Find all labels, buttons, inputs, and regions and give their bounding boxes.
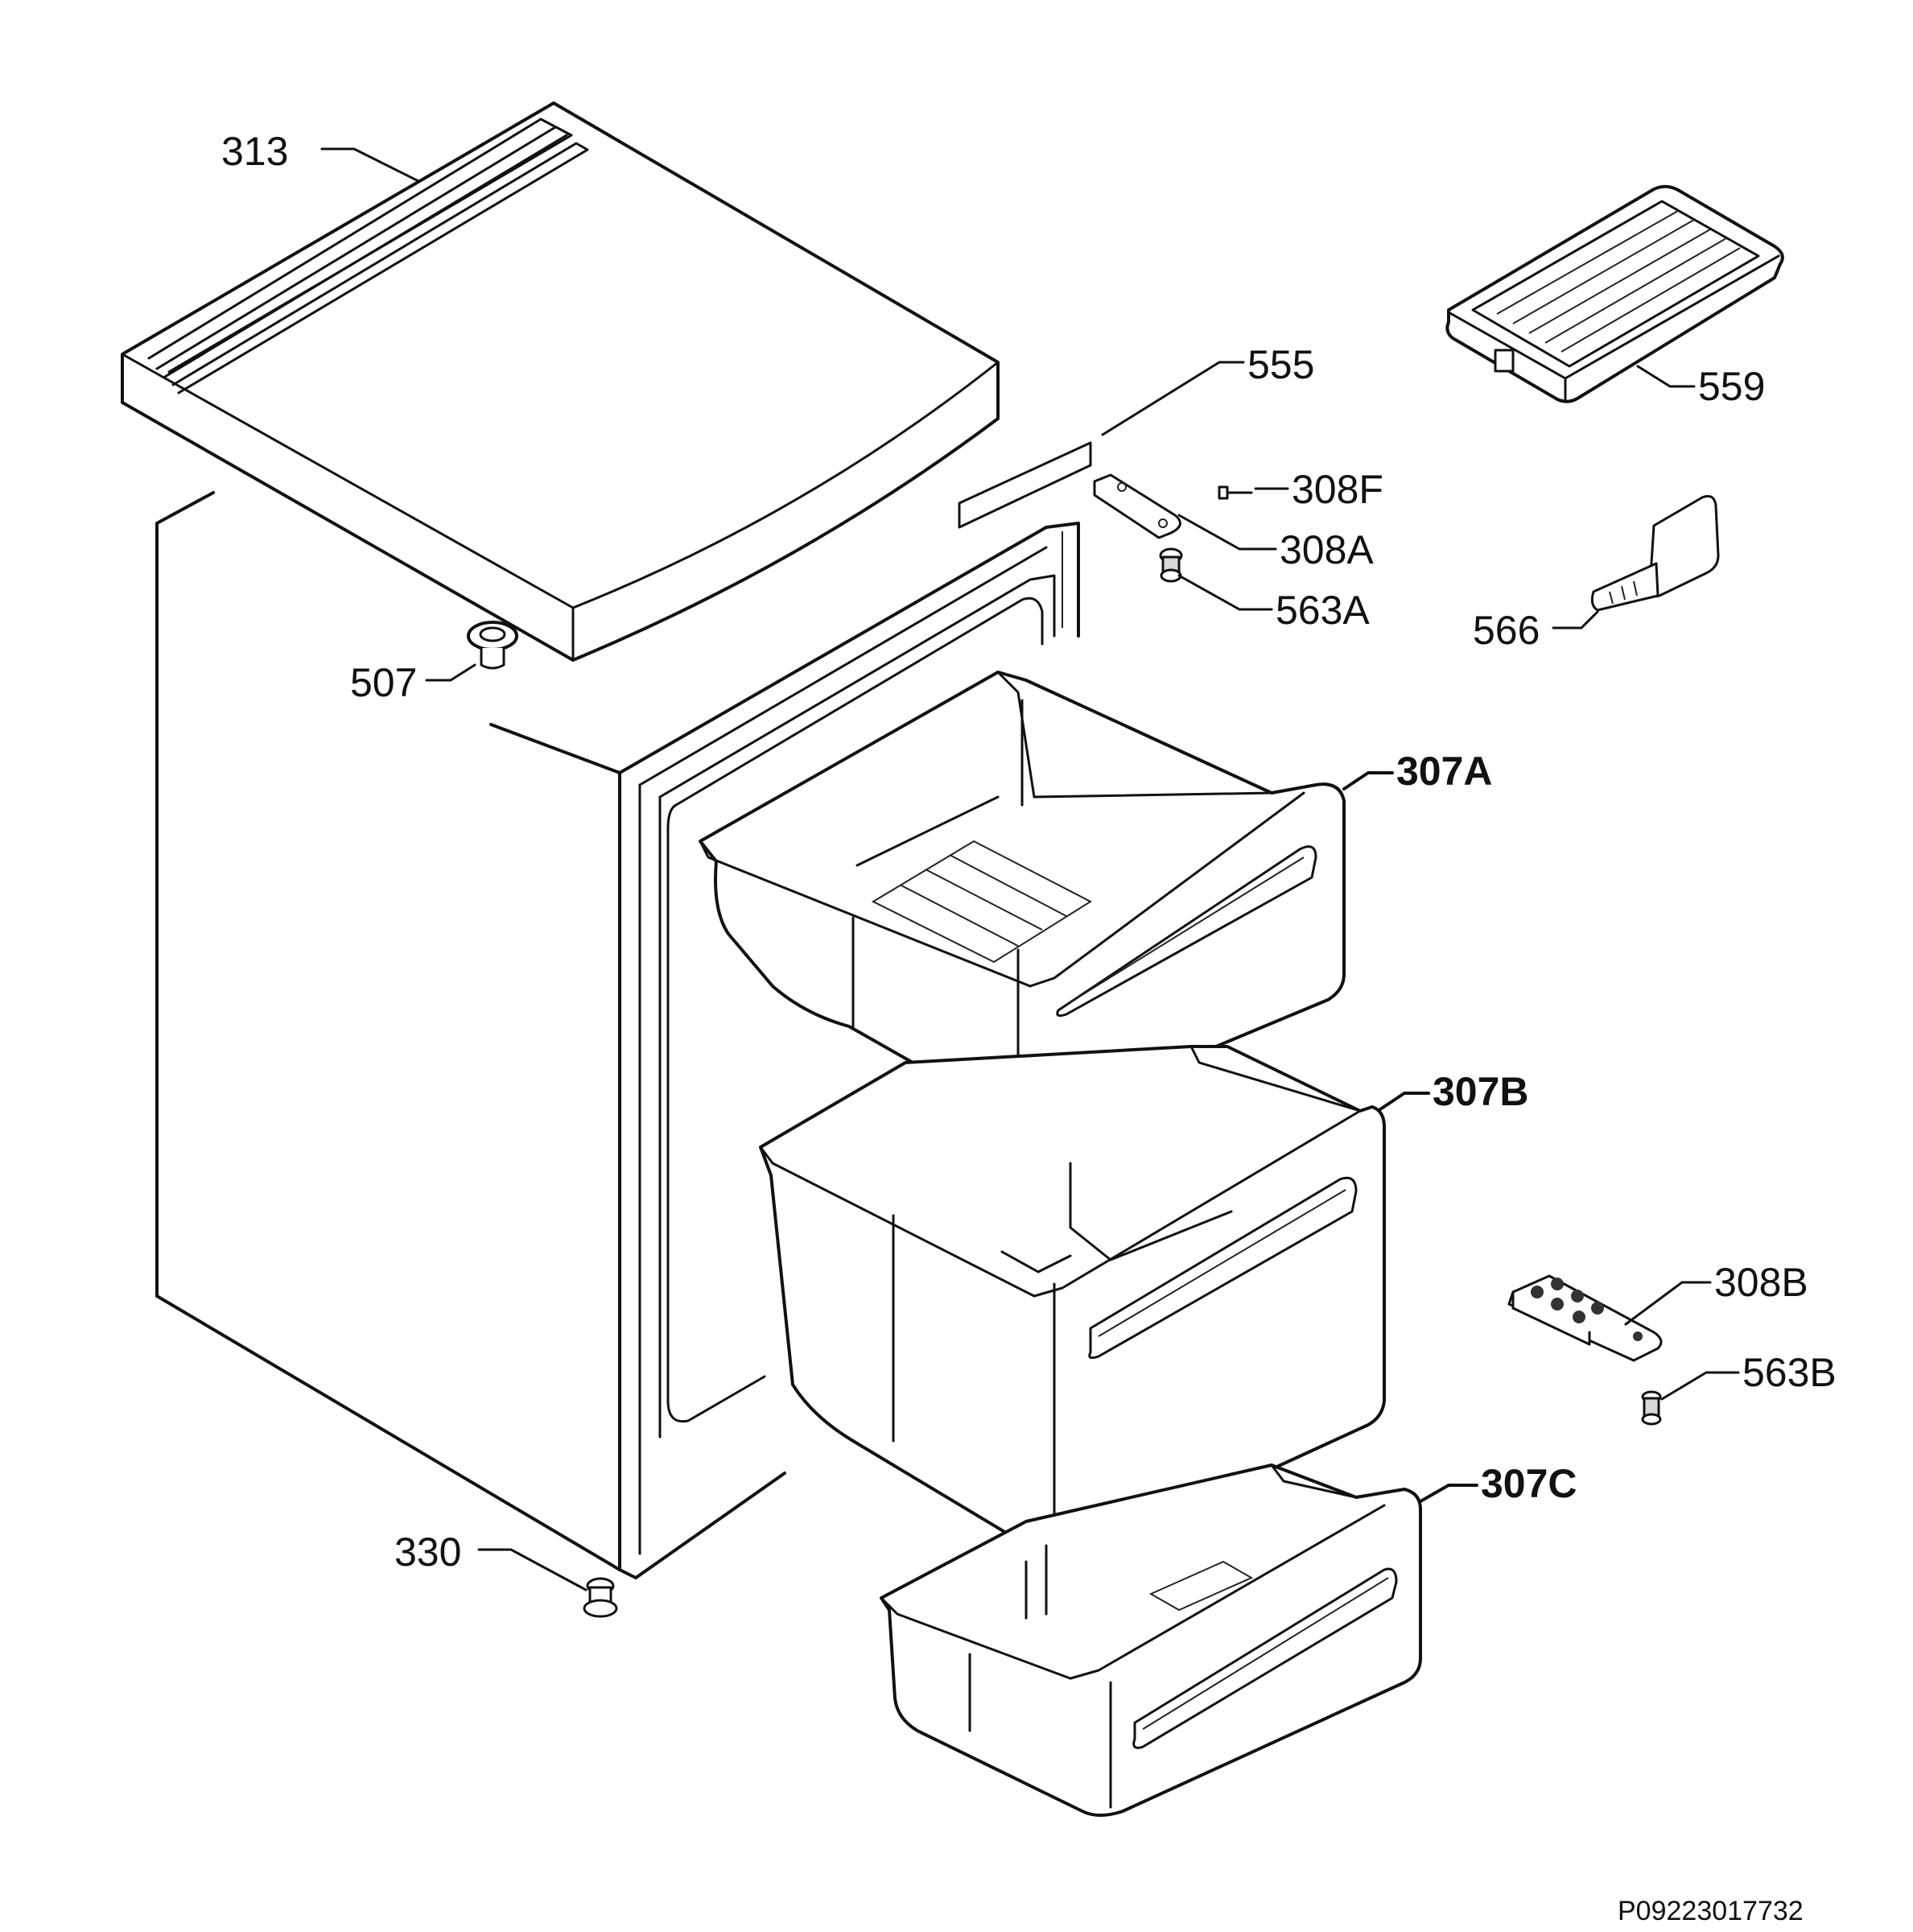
pin-563a: [1159, 547, 1183, 583]
label-308b: 308B: [1714, 1260, 1808, 1305]
pin-563b: [1641, 1390, 1662, 1426]
label-563b: 563B: [1742, 1350, 1837, 1395]
drawer-307a: [699, 671, 1346, 1122]
part-labels: 313 555 559 308F 308A 563A 566 507 307A …: [221, 129, 1837, 1926]
screw-308f: [1218, 485, 1253, 500]
label-507: 507: [350, 660, 417, 705]
label-563a: 563A: [1276, 588, 1370, 633]
label-307a: 307A: [1396, 749, 1493, 794]
scraper-566: [1590, 494, 1720, 612]
label-330: 330: [394, 1530, 461, 1575]
drawer-307c: [880, 1463, 1422, 1817]
plug-507: [467, 621, 518, 670]
ice-tray-559: [1445, 184, 1784, 403]
label-307c: 307C: [1481, 1461, 1577, 1506]
cabinet-body: [155, 491, 1080, 1579]
foot-330: [583, 1577, 618, 1618]
hinge-top-308a: [1093, 473, 1181, 539]
label-313: 313: [221, 129, 288, 174]
leader-lines: [320, 147, 1740, 1591]
label-559: 559: [1698, 364, 1765, 409]
reference-code: P09223017732: [1618, 1896, 1804, 1926]
label-307b: 307B: [1433, 1069, 1529, 1114]
drawer-307b: [759, 1045, 1386, 1563]
label-555: 555: [1247, 342, 1314, 387]
seal-strip-555: [958, 441, 1092, 529]
hinge-bottom-308b: [1507, 1274, 1663, 1362]
label-308a: 308A: [1280, 527, 1374, 572]
top-panel: [121, 101, 1000, 662]
label-566: 566: [1473, 608, 1540, 653]
label-308f: 308F: [1292, 467, 1383, 512]
